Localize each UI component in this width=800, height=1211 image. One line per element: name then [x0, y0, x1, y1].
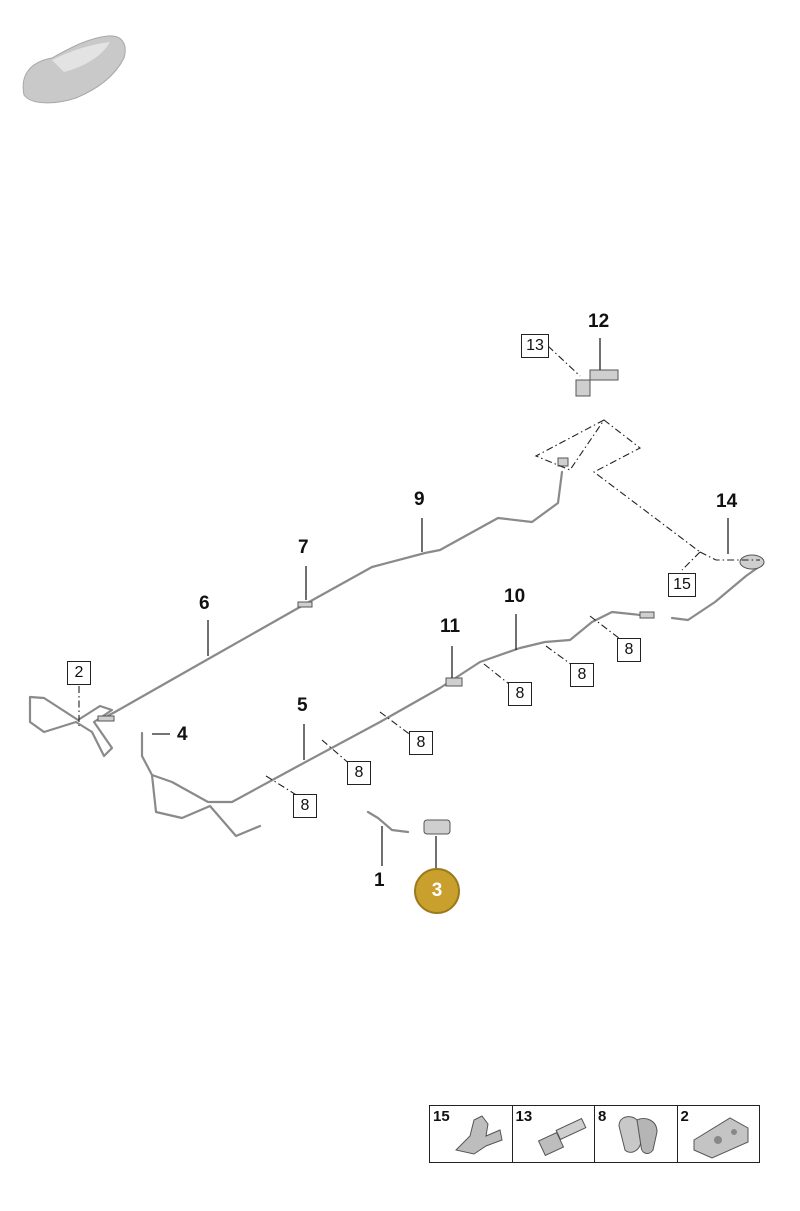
- box-label-8: 8: [347, 761, 371, 785]
- clip-8-icon: [618, 1116, 658, 1154]
- callout-4: 4: [177, 724, 188, 745]
- highlighted-part-3[interactable]: 3: [414, 868, 460, 914]
- brake-line-lower-bend-2: [150, 773, 234, 804]
- brake-line-14: [670, 564, 762, 622]
- callout-9: 9: [414, 489, 425, 510]
- brake-line-lower-bend: [140, 731, 262, 838]
- legend-number: 15: [433, 1108, 450, 1125]
- bolt-12-shaft: [589, 369, 619, 381]
- legend-item-8[interactable]: 8: [595, 1106, 678, 1162]
- holder-2-icon: [693, 1117, 748, 1159]
- legend-number: 8: [598, 1108, 607, 1125]
- box-label-8: 8: [508, 682, 532, 706]
- callout-7: 7: [298, 537, 309, 558]
- car-silhouette-icon: [22, 35, 126, 104]
- clip-14-ring: [739, 554, 765, 570]
- brake-line-left-bend: [28, 695, 114, 758]
- callout-6: 6: [199, 593, 210, 614]
- legend-item-2[interactable]: 2: [678, 1106, 760, 1162]
- brake-line-6-9: [98, 470, 564, 722]
- fitting-10-end: [639, 611, 655, 619]
- fitting-11: [445, 677, 463, 687]
- box-label-2: 2: [67, 661, 91, 685]
- part-3-body: [423, 819, 451, 835]
- box-label-15: 15: [668, 573, 696, 597]
- legend-number: 13: [515, 1108, 533, 1125]
- brake-hose-1: [366, 810, 410, 834]
- box-label-8: 8: [293, 794, 317, 818]
- callout-12: 12: [588, 311, 610, 332]
- brake-line-5-10: [230, 610, 652, 804]
- callout-10: 10: [504, 586, 526, 607]
- legend-item-15[interactable]: 15: [430, 1106, 513, 1162]
- box-label-8: 8: [409, 731, 433, 755]
- legend-number: 2: [680, 1108, 689, 1125]
- callout-14: 14: [716, 491, 738, 512]
- callout-5: 5: [297, 695, 308, 716]
- fitting-9-end: [557, 457, 569, 467]
- fitting-2: [97, 715, 115, 722]
- bolt-12-head: [575, 379, 591, 397]
- box-label-13: 13: [521, 334, 549, 358]
- fitting-7: [297, 601, 313, 608]
- callout-11: 11: [440, 616, 461, 637]
- box-label-8: 8: [570, 663, 594, 687]
- legend-item-13[interactable]: 13: [513, 1106, 595, 1162]
- fastener-legend: 15 13 8 2: [429, 1105, 760, 1163]
- box-label-8: 8: [617, 638, 641, 662]
- clip-15-icon: [455, 1115, 503, 1155]
- bolt-13-icon: [537, 1117, 586, 1157]
- callout-1: 1: [374, 870, 385, 891]
